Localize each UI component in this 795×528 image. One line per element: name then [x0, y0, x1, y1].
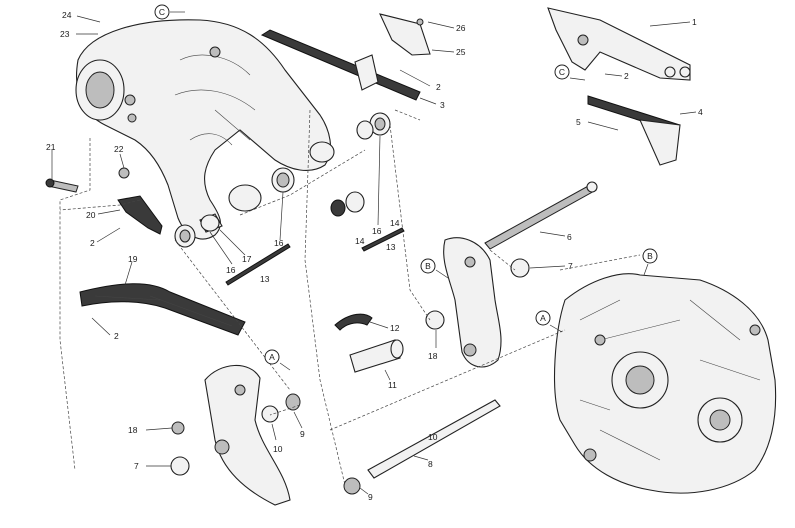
cap-7-left	[170, 456, 190, 476]
svg-text:B: B	[647, 251, 653, 261]
callout-2d: 2	[114, 331, 119, 341]
callout-8: 8	[428, 459, 433, 469]
ref-mark-c-right: C	[554, 64, 586, 81]
spacer-17	[199, 213, 223, 233]
callouts: 24 23 26 25 2 3 1 2 4 5 21 22 20 2 19 2 …	[46, 10, 703, 502]
seal-clip	[334, 313, 373, 331]
nut-9-bottom	[343, 477, 361, 495]
callout-23: 23	[60, 29, 70, 39]
bush-10-right	[425, 310, 445, 330]
callout-9b: 9	[368, 492, 373, 502]
assembly-lines	[59, 109, 641, 486]
ref-mark-b-right: B	[642, 248, 658, 276]
ref-mark-b-left: B	[420, 258, 449, 279]
svg-text:B: B	[425, 261, 431, 271]
bearing-16-left	[174, 224, 196, 248]
callout-1: 1	[692, 17, 697, 27]
callout-9a: 9	[300, 429, 305, 439]
callout-2b: 2	[624, 71, 629, 81]
callout-13b: 13	[386, 242, 396, 252]
svg-text:A: A	[269, 352, 275, 362]
engine-crankcase	[554, 273, 777, 494]
callout-7b: 7	[134, 461, 139, 471]
callout-16b: 16	[274, 238, 284, 248]
ref-mark-a-right: A	[535, 310, 563, 333]
callout-3: 3	[440, 100, 445, 110]
callout-12: 12	[390, 323, 400, 333]
chain-slider	[260, 29, 421, 101]
callout-2c: 2	[90, 238, 95, 248]
callout-5: 5	[576, 117, 581, 127]
axle-long	[484, 181, 598, 250]
callout-4: 4	[698, 107, 703, 117]
callout-26: 26	[456, 23, 466, 33]
bush-10-left	[261, 405, 279, 423]
footrest-bracket-left	[204, 364, 291, 506]
cap-7-right	[510, 258, 530, 278]
pivot-bush	[349, 339, 404, 373]
linkage-bar	[79, 283, 246, 336]
chain-guard-small	[379, 13, 431, 56]
callout-21: 21	[46, 142, 56, 152]
callout-16c: 16	[372, 226, 382, 236]
bolt-22	[118, 167, 130, 179]
footrest-bracket-right	[443, 237, 502, 368]
callout-6: 6	[567, 232, 572, 242]
callout-19: 19	[128, 254, 138, 264]
callout-11: 11	[388, 380, 397, 390]
nut-9-left	[285, 393, 301, 411]
callout-24: 24	[62, 10, 72, 20]
callout-16a: 16	[226, 265, 236, 275]
bearing-16-right	[356, 112, 391, 140]
callout-18b: 18	[128, 425, 138, 435]
callout-14a: 14	[355, 236, 365, 246]
bolt-21	[45, 178, 79, 193]
svg-text:C: C	[559, 67, 565, 77]
callout-10b: 10	[428, 432, 438, 442]
chain-guard-lower	[587, 95, 681, 166]
chain-guard-upper	[547, 7, 691, 81]
index-bars	[225, 227, 405, 286]
callout-18a: 18	[428, 351, 438, 361]
callout-14b: 14	[390, 218, 400, 228]
bolt-18-left	[171, 421, 185, 435]
washers-14	[330, 191, 365, 217]
callout-7a: 7	[568, 261, 573, 271]
pivot-axle	[367, 399, 501, 479]
ref-mark-a-left: A	[264, 349, 291, 371]
bearing-16-mid	[271, 167, 295, 193]
svg-text:A: A	[540, 313, 546, 323]
rocker-arm	[117, 195, 163, 235]
callout-20: 20	[86, 210, 96, 220]
callout-2a: 2	[436, 82, 441, 92]
ref-mark-c-top: C	[154, 4, 185, 20]
callout-25: 25	[456, 47, 466, 57]
callout-10a: 10	[273, 444, 283, 454]
swingarm	[75, 19, 335, 240]
svg-text:C: C	[159, 7, 165, 17]
callout-13a: 13	[260, 274, 270, 284]
callout-17: 17	[242, 254, 252, 264]
callout-22: 22	[114, 144, 124, 154]
